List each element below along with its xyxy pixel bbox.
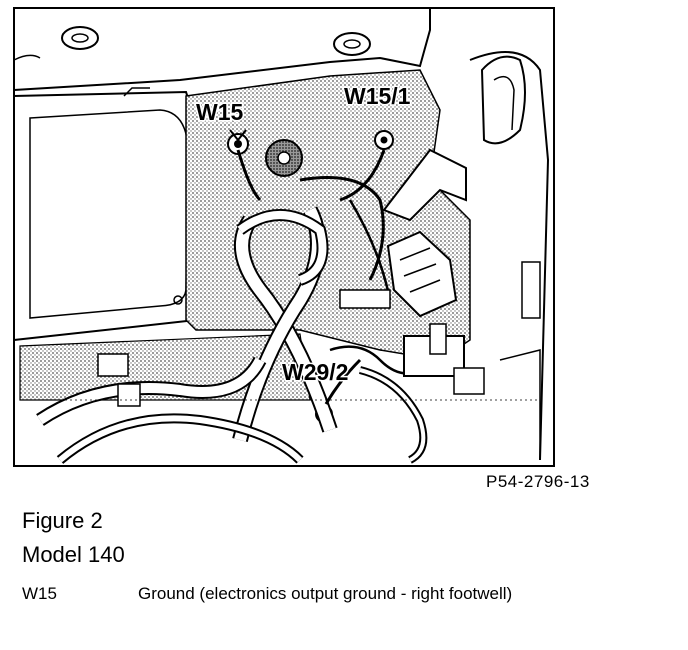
model-label: Model 140 [22,542,125,567]
mounting-bracket [382,148,467,222]
panel-hole-left [61,26,99,50]
vehicle-footwell-illustration: W15 W15/1 W29/2 [13,7,555,467]
wiring-harness [36,149,428,464]
legend-code: W15 [22,584,57,603]
photo-reference-id: P54-2796-13 [486,472,590,491]
ground-point-w15 [227,129,249,155]
legend-description: Ground (electronics output ground - righ… [138,584,513,603]
upper-panel [13,8,431,91]
callout-w29-2: W29/2 [282,359,348,385]
left-trim-panel [13,87,198,342]
panel-hole-right [333,32,371,56]
callout-w15-1: W15/1 [344,83,411,109]
connector-block [97,230,485,407]
callout-w15: W15 [196,99,244,125]
figure-title: Figure 2 [22,508,103,533]
door-pillar [469,51,550,461]
ground-point-w15-1 [374,130,394,150]
